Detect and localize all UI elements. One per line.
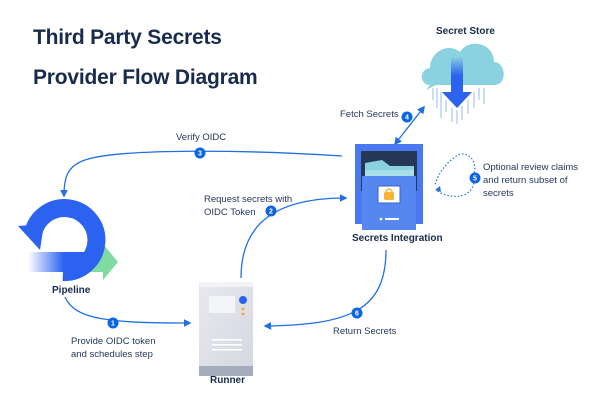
title-line-2: Provider Flow Diagram: [33, 66, 258, 89]
secret-store-label: Secret Store: [436, 26, 495, 37]
step-badge-1: 1: [107, 317, 119, 329]
svg-text:1: 1: [111, 321, 115, 328]
step-5-label-line2: and return subset of: [483, 175, 568, 186]
step-1-label-line2: and schedules step: [71, 349, 153, 360]
arrow-step-5: [434, 153, 476, 197]
arrow-step-4: [394, 105, 425, 146]
secrets-integration-label: Secrets Integration: [352, 233, 443, 244]
step-4-label: Fetch Secrets: [340, 109, 399, 120]
step-5-label: Optional review claims and return subset…: [483, 161, 578, 200]
arrow-step-6: [263, 249, 387, 330]
arrow-step-1: [64, 296, 192, 327]
secret-store-icon: [421, 43, 504, 124]
svg-text:5: 5: [473, 176, 477, 183]
step-2-label-line2: OIDC Token: [204, 207, 256, 218]
step-2-label: Request secrets with OIDC Token: [204, 193, 292, 219]
step-1-label: Provide OIDC token and schedules step: [71, 335, 155, 361]
svg-text:6: 6: [355, 311, 359, 318]
step-3-label: Verify OIDC: [176, 132, 227, 143]
svg-text:3: 3: [198, 151, 202, 158]
runner-icon: [199, 282, 253, 376]
step-badge-4: 4: [401, 111, 413, 123]
runner-label: Runner: [210, 375, 245, 386]
title-line-1: Third Party Secrets: [33, 26, 222, 49]
step-6-label: Return Secrets: [333, 326, 397, 337]
svg-text:4: 4: [405, 115, 409, 122]
secrets-integration-icon: [355, 144, 423, 230]
pipeline-icon: [18, 199, 118, 282]
pipeline-label: Pipeline: [52, 285, 91, 296]
step-1-label-line1: Provide OIDC token: [71, 336, 156, 347]
step-badge-6: 6: [351, 307, 363, 319]
step-5-label-line3: secrets: [483, 188, 514, 199]
svg-text:2: 2: [269, 209, 273, 216]
step-badge-5: 5: [469, 172, 481, 184]
step-2-label-line1: Request secrets with: [204, 194, 293, 205]
step-5-label-line1: Optional review claims: [483, 162, 579, 173]
step-badge-2: 2: [265, 205, 277, 217]
step-badge-3: 3: [194, 147, 206, 159]
arrow-step-2: [240, 194, 348, 279]
arrow-step-3: [60, 150, 343, 198]
